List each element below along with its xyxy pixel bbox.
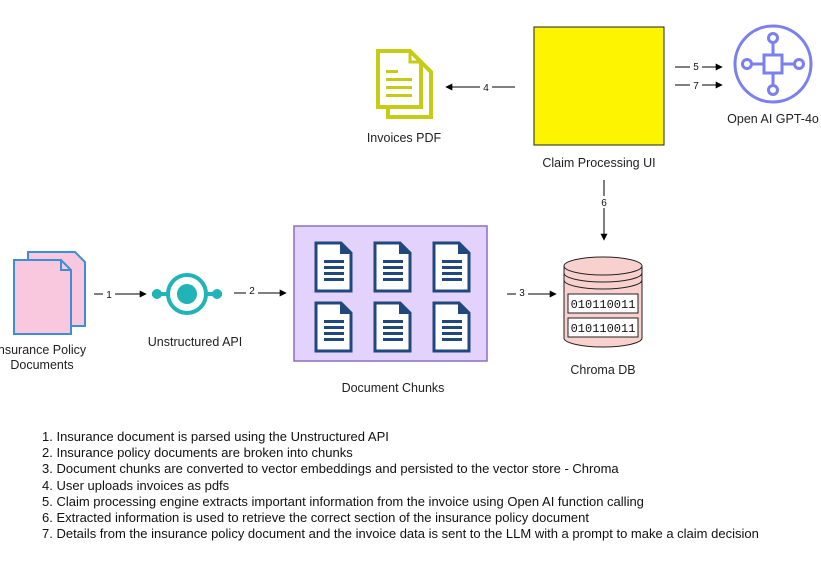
edge-1-label-bg — [103, 288, 115, 300]
unstructured-api-label: Unstructured API — [148, 335, 243, 349]
chunk-doc-icon — [314, 241, 353, 293]
insurance-docs-label-line-1: Insurance Policy — [0, 343, 87, 357]
edge-2-label: 2 — [249, 286, 255, 297]
step-7: 7. Details from the insurance policy doc… — [42, 526, 759, 542]
edge-4-label: 4 — [483, 83, 489, 94]
chunk-doc-icon — [373, 241, 412, 293]
step-3: 3. Document chunks are converted to vect… — [42, 461, 619, 477]
chunk-doc-icon — [373, 301, 412, 353]
edge-7-label: 7 — [693, 81, 699, 92]
unstructured-api-icon — [152, 273, 222, 315]
openai-icon — [733, 24, 813, 104]
step-5: 5. Claim processing engine extracts impo… — [42, 493, 644, 509]
chunk-doc-icon — [432, 301, 471, 353]
openai-label: Open AI GPT-4o — [727, 112, 819, 126]
steps-list: 1. Insurance document is parsed using th… — [42, 429, 759, 542]
edge-5-label: 5 — [693, 62, 699, 73]
claim-processing-ui-box — [533, 26, 665, 146]
chunk-doc-icon — [432, 241, 471, 293]
step-4: 4. User uploads invoices as pdfs — [42, 477, 230, 493]
invoices-pdf-label: Invoices PDF — [367, 131, 442, 145]
insurance-docs-icon — [13, 251, 86, 335]
edge-7-label-bg — [690, 79, 702, 91]
chroma-db-cylinder-icon — [563, 256, 643, 348]
edge-3-label-bg — [516, 286, 528, 298]
claim-processing-ui-label: Claim Processing UI — [542, 156, 655, 170]
invoices-pdf-icon — [376, 49, 433, 119]
edge-4-label-bg — [480, 81, 492, 93]
step-1: 1. Insurance document is parsed using th… — [42, 429, 389, 444]
chroma-db-label: Chroma DB — [570, 363, 635, 377]
edge-2-label-bg — [246, 285, 258, 297]
chroma-bits-2: 010110011 — [571, 322, 636, 336]
chroma-bits-1: 010110011 — [571, 298, 636, 312]
step-6: 6. Extracted information is used to retr… — [42, 510, 589, 526]
edge-1-label: 1 — [106, 290, 112, 301]
chunk-doc-icon — [314, 301, 353, 353]
edge-5-label-bg — [690, 61, 702, 73]
edge-3-label: 3 — [519, 288, 525, 299]
edge-6-label-bg — [598, 196, 610, 208]
edge-6-label: 6 — [601, 198, 607, 209]
document-chunks-label: Document Chunks — [342, 381, 445, 395]
insurance-docs-label: Insurance Policy Documents — [0, 343, 90, 372]
step-2: 2. Insurance policy documents are broken… — [42, 445, 353, 461]
insurance-docs-label-line-2: Documents — [10, 358, 73, 372]
